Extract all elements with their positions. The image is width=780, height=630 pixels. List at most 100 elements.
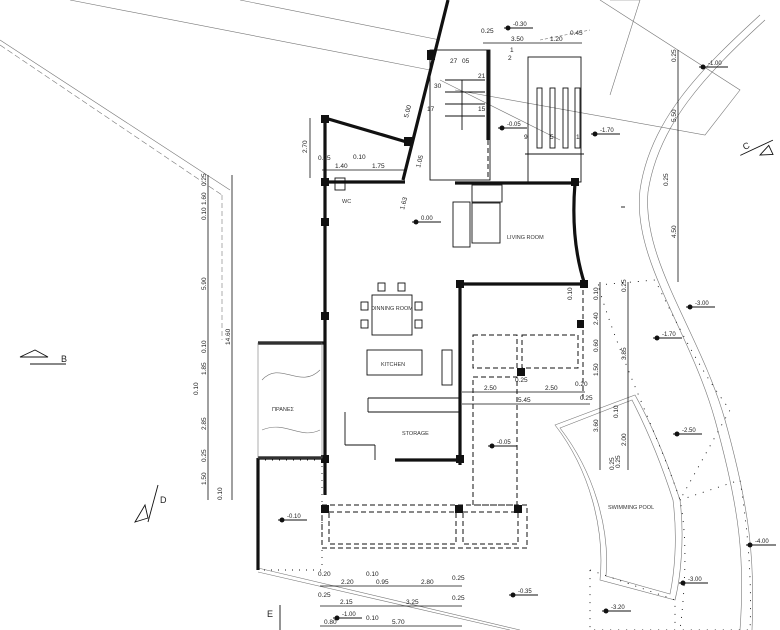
- dimension-label: 0.10: [193, 382, 200, 395]
- dimension-label: 0.25: [615, 455, 622, 468]
- dimension-label: 3.50: [511, 36, 524, 43]
- room-label-kitchen: KITCHEN: [381, 362, 405, 368]
- dimension-label: -0.05: [497, 440, 511, 446]
- dimension-label: 2.85: [201, 417, 208, 430]
- stairs: 1 2 9 5 1 17 27 05 21 15 30: [427, 47, 584, 183]
- dimension-label: -0.30: [513, 22, 527, 28]
- dimension-label: -1.00: [708, 61, 722, 67]
- stair-number: 21: [478, 73, 486, 80]
- toilet: [334, 177, 346, 191]
- level-marker: -4.00: [746, 539, 776, 548]
- dimension-label: -3.00: [695, 301, 709, 307]
- level-marker: -0.10: [278, 514, 307, 523]
- level-marker: -3.00: [686, 301, 715, 310]
- room-label-living-room: LIVING ROOM: [507, 235, 544, 241]
- dimension-label: 2.00: [621, 433, 628, 446]
- dimension-label: 5.90: [201, 277, 208, 290]
- dimension-label: 2.70: [302, 140, 309, 153]
- stair-number: 27: [450, 58, 458, 65]
- stair-number: 1: [510, 47, 514, 54]
- dimensions: 0.25 3.50 1.20 0.45 5.00 1.05 1.63 2.70 …: [193, 28, 679, 627]
- dimension-label: 1.20: [550, 36, 563, 43]
- dimension-label: 0.25: [452, 595, 465, 602]
- dimension-label: D: [160, 495, 167, 505]
- dimension-label: -4.00: [755, 539, 769, 545]
- section-marker-e: E: [267, 605, 281, 630]
- dimension-label: 1.05: [415, 154, 425, 168]
- dimension-label: 0.25: [671, 49, 678, 62]
- dimension-label: -0.35: [518, 589, 532, 595]
- dimension-label: 1.50: [201, 472, 208, 485]
- dimension-label: -2.50: [682, 428, 696, 434]
- dimension-label: 0.10: [613, 405, 620, 418]
- total-length-dimension: 14.60: [225, 328, 232, 345]
- stair-number: 05: [462, 58, 470, 65]
- dimension-label: 0.10: [201, 207, 208, 220]
- dimension-label: 0.25: [481, 28, 494, 35]
- room-label-wc: WC: [342, 199, 351, 205]
- kitchen-island: [366, 349, 423, 376]
- dimension-label: -1.70: [662, 332, 676, 338]
- stair-number: 5: [550, 134, 554, 141]
- dimension-label: 0.10: [217, 487, 224, 500]
- dimension-label: 0.20: [575, 381, 588, 388]
- dimension-label: 1.75: [372, 163, 385, 170]
- dimension-label: 0.25: [609, 457, 616, 470]
- level-marker: -3.00: [679, 577, 708, 586]
- dimension-label: 0.00: [421, 216, 433, 222]
- level-marker: -0.35: [509, 589, 538, 598]
- room-label-swimming-pool: SWIMMING POOL: [608, 505, 654, 511]
- dimension-label: 0.25: [201, 449, 208, 462]
- dimension-label: 1.60: [201, 192, 208, 205]
- dimension-label: 5.00: [403, 104, 413, 118]
- dimension-label: 0.25: [663, 173, 670, 186]
- dimension-label: 3.85: [621, 347, 628, 360]
- dashed-outlines: [321, 140, 584, 549]
- dimension-label: 0.25: [580, 395, 593, 402]
- swimming-pool-area: [554, 279, 751, 630]
- walls: [256, 0, 587, 570]
- dimension-label: 1.50: [593, 363, 600, 376]
- dimension-label: C: [741, 140, 752, 152]
- dimension-label: 0.10: [567, 287, 574, 300]
- dimension-label: 5.70: [392, 619, 405, 626]
- level-marker: -1.00: [699, 61, 728, 70]
- room-label-storage: STORAGE: [402, 431, 429, 437]
- dimension-label: 0.10: [201, 340, 208, 353]
- dimension-label: 0.95: [376, 579, 389, 586]
- level-marker: 0.00: [412, 216, 441, 225]
- dimension-label: 2.50: [545, 385, 558, 392]
- dimension-label: 2.80: [421, 579, 434, 586]
- dimension-label: 0.10: [366, 571, 379, 578]
- room-labels: WC LIVING ROOM DINNING ROOM KITCHEN STOR…: [272, 199, 654, 511]
- dimension-label: -1.00: [342, 612, 356, 618]
- stair-number: 2: [508, 55, 512, 62]
- level-marker: -0.05: [498, 122, 527, 131]
- dimension-label: 0.10: [353, 154, 366, 161]
- level-marker: -0.30: [504, 22, 533, 31]
- dimension-label: 4.50: [671, 225, 678, 238]
- dimension-label: 0.25: [318, 592, 331, 599]
- level-marker: -1.70: [653, 332, 682, 341]
- dimension-label: 0.20: [318, 571, 331, 578]
- patio: [257, 342, 323, 571]
- dimension-label: 0.25: [318, 155, 331, 162]
- level-marker: -0.05: [488, 440, 517, 449]
- dimension-label: 1.85: [201, 362, 208, 375]
- section-marker-d: D: [134, 484, 167, 523]
- columns: [321, 50, 588, 513]
- dimension-label: 0.25: [621, 279, 628, 292]
- dimension-label: 2.15: [340, 599, 353, 606]
- dimension-label: 0.25: [201, 173, 208, 186]
- level-marker: -2.50: [673, 428, 702, 437]
- dimension-label: 5.45: [518, 397, 531, 404]
- room-label-dining-room: DINNING ROOM: [371, 306, 413, 312]
- dimension-label: -0.10: [287, 514, 301, 520]
- dimension-label: 0.25: [515, 377, 528, 384]
- stair-number: 15: [478, 106, 486, 113]
- dimension-label: 2.20: [341, 579, 354, 586]
- level-marker: -1.70: [591, 128, 620, 137]
- dimension-label: 1.40: [335, 163, 348, 170]
